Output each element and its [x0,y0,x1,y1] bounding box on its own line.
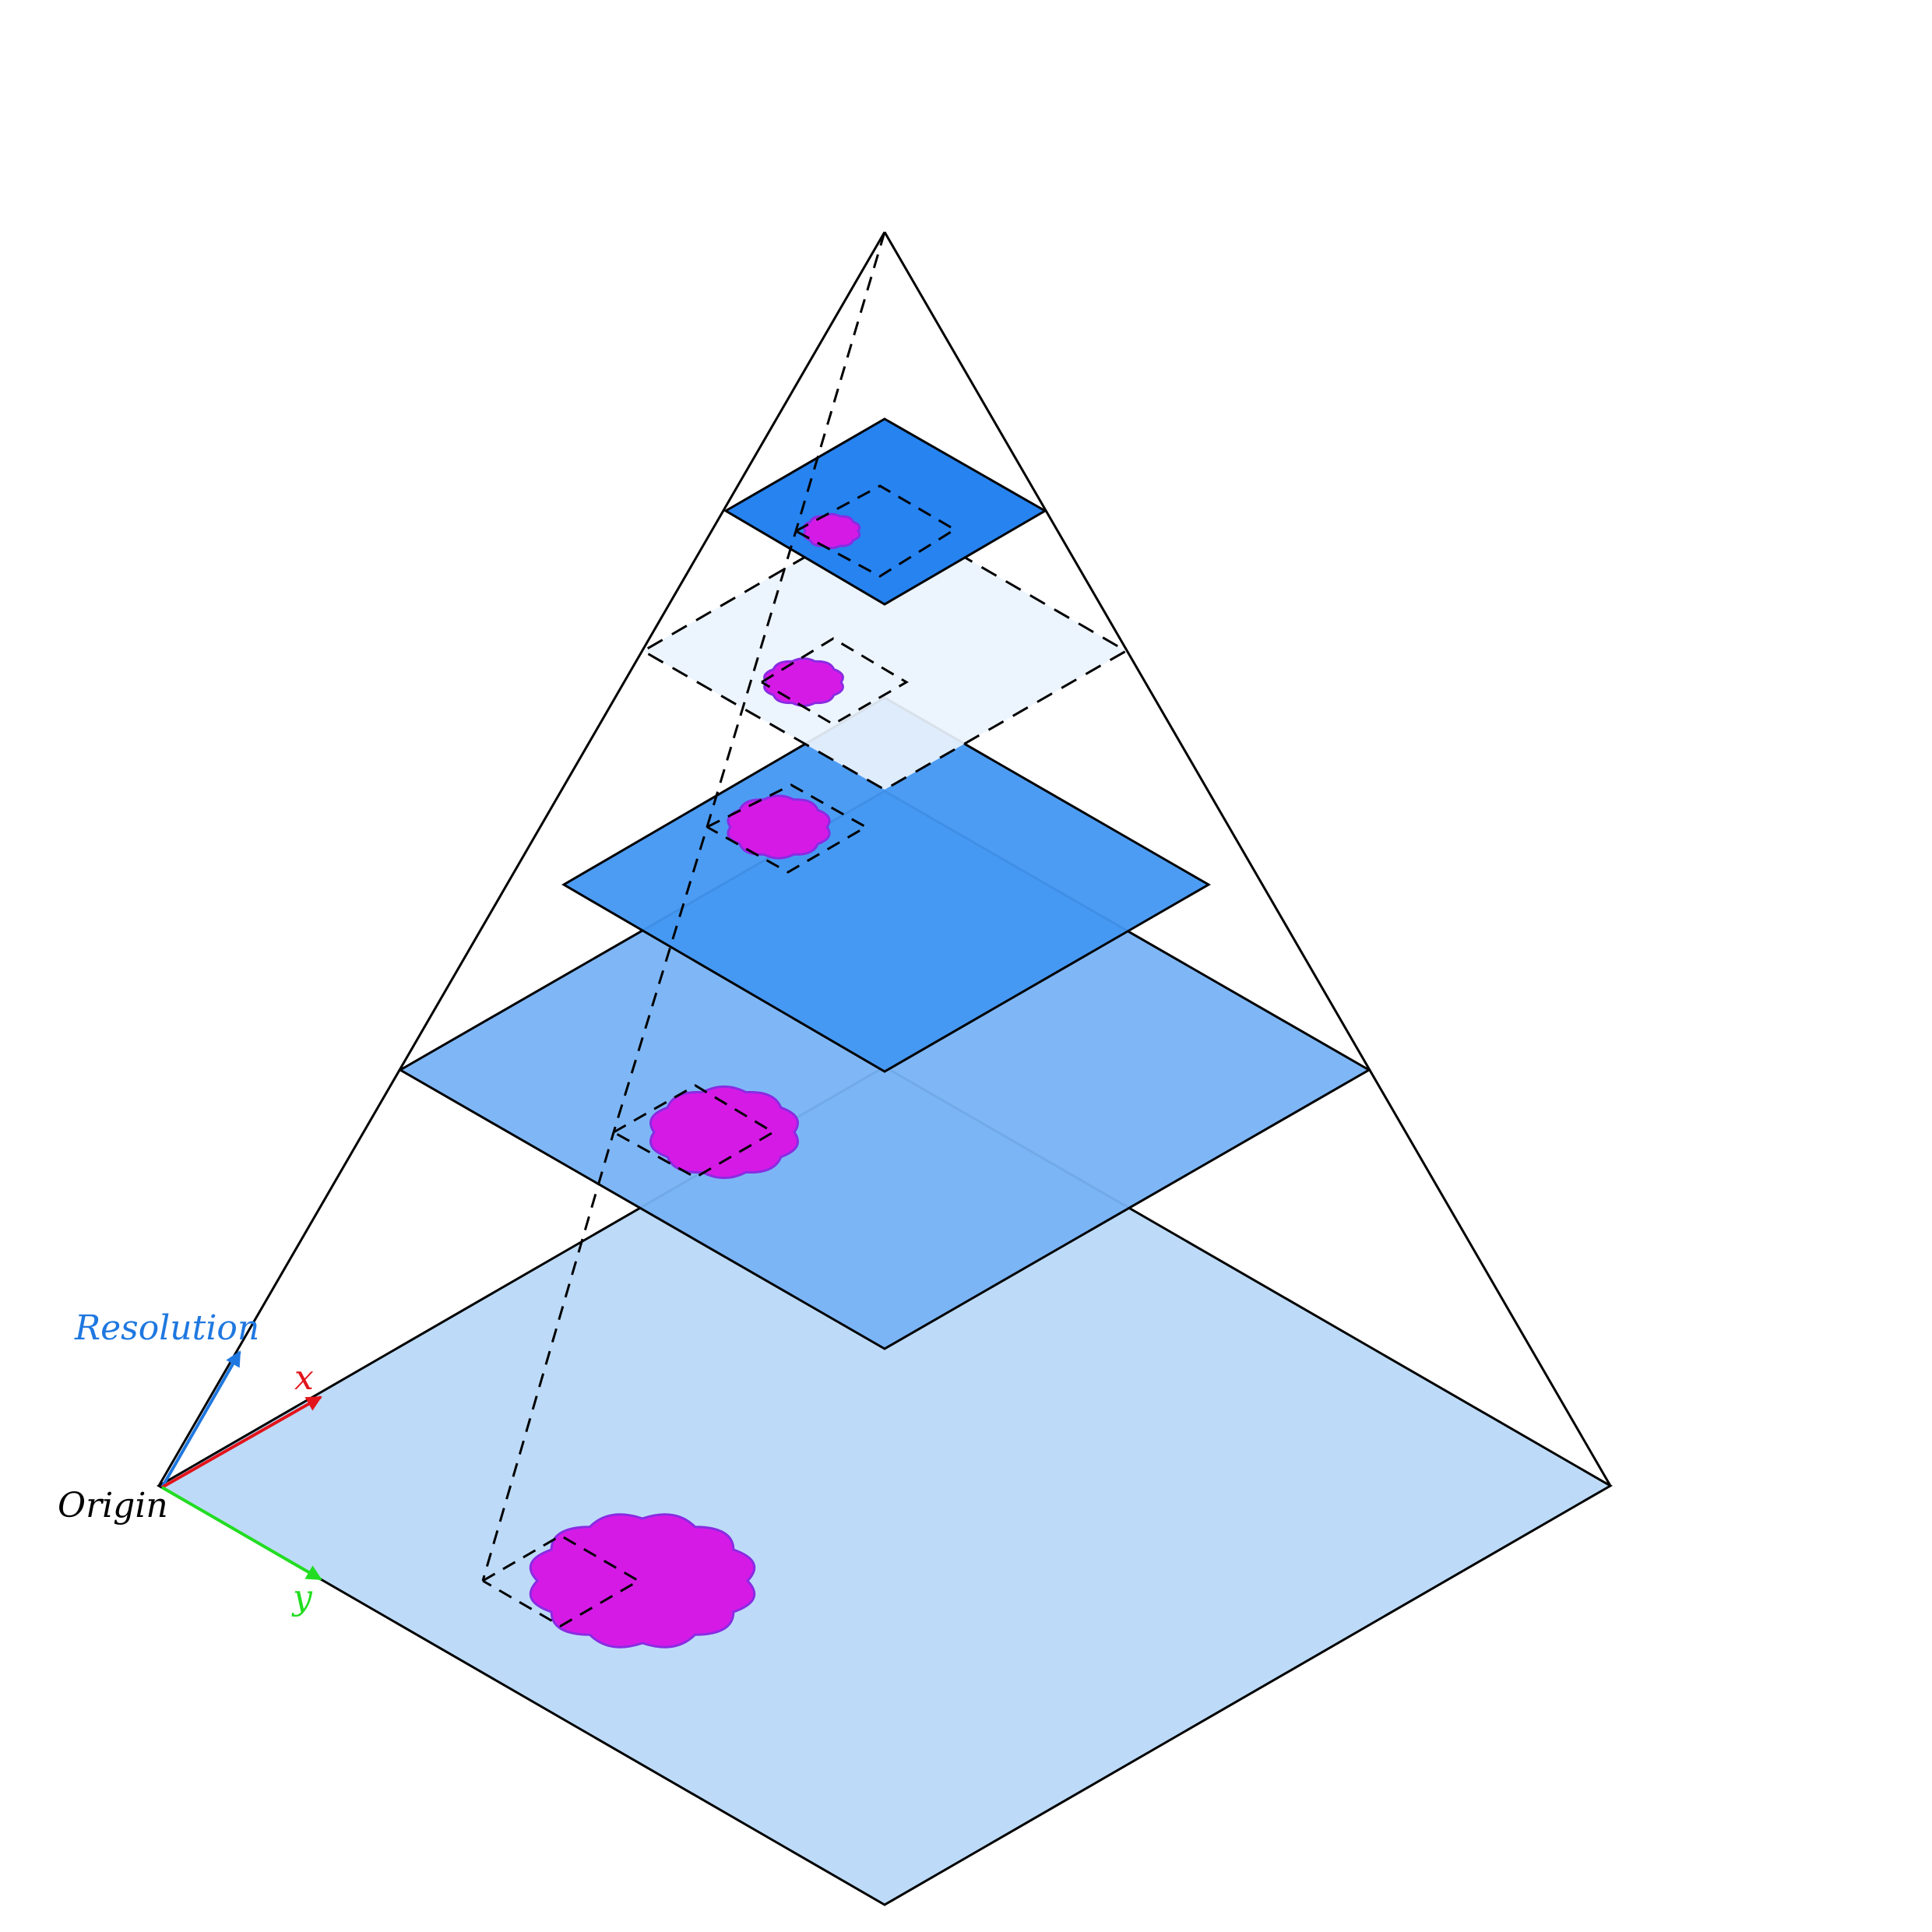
coordinate-axes [160,1350,322,1581]
region-box-base [482,1534,641,1628]
pyramid-edges [157,231,1612,1487]
cloud-blob-icon [802,512,861,550]
region-blob-fourth [649,1085,799,1180]
cloud-blob-icon [649,1085,799,1180]
resolution-axis-arrow [160,1350,241,1488]
cloud-blob-icon [529,1513,756,1649]
x-axis-arrow [161,1395,322,1489]
region-blob-third [727,794,831,860]
pyramid-level-second [641,509,1128,791]
x-axis-label: x [294,1358,314,1398]
y-axis-label: y [291,1578,313,1617]
pyramid-level-top [723,417,1047,606]
y-axis-arrow [160,1486,322,1581]
resolution-axis-label: Resolution [74,1308,259,1348]
projection-dashed-line [481,231,886,1582]
region-box-second [761,637,909,726]
region-blob-base [529,1513,756,1649]
region-blob-second [763,657,844,707]
region-box-fourth [613,1084,776,1179]
cloud-blob-icon [727,794,831,860]
pyramid-level-base [156,1065,1614,1906]
pyramid-level-third [561,696,1212,1073]
cloud-blob-icon [763,657,844,707]
origin-label: Origin [58,1486,168,1526]
region-blob-top [802,512,861,550]
